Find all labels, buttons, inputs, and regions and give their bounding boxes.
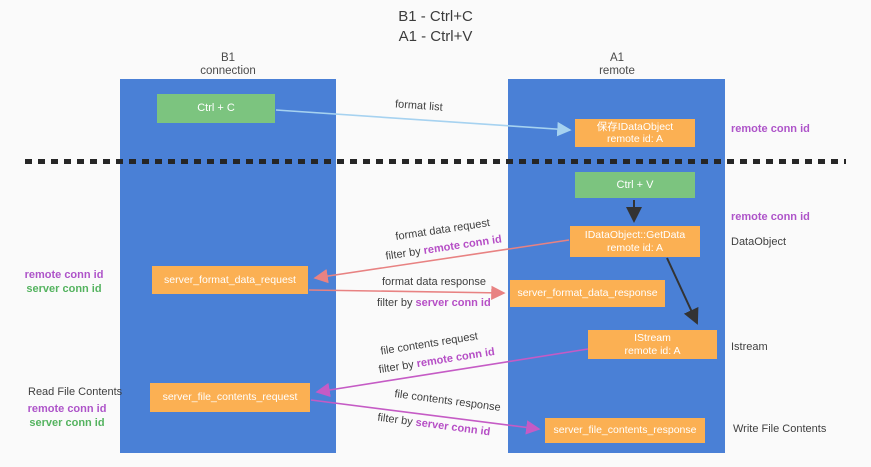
server-format-data-request-label: server_format_data_request — [164, 273, 296, 286]
format-data-response-arrow — [308, 285, 506, 301]
session-divider-dashed-line — [25, 159, 846, 164]
filter-prefix-4: filter by — [376, 411, 417, 429]
server-format-data-request-node: server_format_data_request — [152, 266, 308, 294]
left-remote-conn-id-bottom: remote conn id — [27, 403, 107, 415]
title-line-1: B1 - Ctrl+C — [398, 8, 473, 25]
istream-node: IStream remote id: A — [588, 330, 717, 359]
server-file-contents-request-node: server_file_contents_request — [150, 383, 310, 412]
server-file-contents-request-label: server_file_contents_request — [162, 391, 298, 404]
file-contents-response-label: file contents response — [393, 388, 502, 414]
save-idataobject-line2: remote id: A — [606, 133, 664, 145]
format-list-label: format list — [394, 98, 444, 114]
left-remote-conn-id-top: remote conn id — [24, 269, 104, 281]
right-remote-conn-id-mid: remote conn id — [731, 211, 810, 223]
column-a1-role: remote — [599, 65, 635, 77]
ctrl-c-label: Ctrl + C — [197, 102, 235, 115]
server-file-contents-response-node: server_file_contents_response — [545, 418, 705, 443]
filter-key-server-4: server conn id — [414, 416, 492, 439]
column-a1-name: A1 — [609, 52, 625, 64]
format-data-response-label: format data response — [382, 276, 486, 288]
left-conn-ids-bottom: remote conn id server conn id — [25, 402, 109, 430]
istream-line1: IStream — [634, 332, 671, 344]
istream-side-label: Istream — [731, 341, 768, 353]
dataobject-label: DataObject — [731, 236, 787, 248]
server-format-data-response-node: server_format_data_response — [510, 280, 665, 307]
getdata-line2: remote id: A — [606, 241, 664, 254]
column-b1-role: connection — [200, 65, 256, 77]
column-b1-name: B1 — [220, 52, 236, 64]
read-file-contents-label: Read File Contents — [28, 386, 123, 398]
ctrl-c-node: Ctrl + C — [157, 94, 275, 123]
column-header-b1: B1 connection — [168, 52, 288, 78]
idataobject-getdata-node: IDataObject::GetData remote id: A — [570, 226, 700, 257]
right-remote-conn-id-top: remote conn id — [731, 123, 810, 135]
title-line-2: A1 - Ctrl+V — [398, 28, 473, 45]
ctrl-v-node: Ctrl + V — [575, 172, 695, 198]
filter-prefix-1: filter by — [384, 245, 425, 263]
left-server-conn-id-top: server conn id — [26, 283, 102, 295]
server-file-contents-response-label: server_file_contents_response — [553, 424, 697, 437]
left-server-conn-id-bottom: server conn id — [29, 417, 105, 429]
filter-key-server-2: server conn id — [415, 297, 491, 309]
format-data-response-filter: filter by server conn id — [377, 297, 491, 309]
filter-prefix-3: filter by — [377, 358, 418, 377]
diagram-title: B1 - Ctrl+C A1 - Ctrl+V — [0, 7, 871, 47]
save-idataobject-node: 保存IDataObject remote id: A — [575, 119, 695, 147]
getdata-line1: IDataObject::GetData — [584, 229, 686, 241]
left-conn-ids-top: remote conn id server conn id — [22, 268, 106, 296]
ctrl-v-label: Ctrl + V — [616, 178, 654, 191]
column-header-a1: A1 remote — [557, 52, 677, 78]
filter-prefix-2: filter by — [377, 297, 416, 309]
istream-line2: remote id: A — [624, 344, 681, 357]
save-idataobject-line1: 保存IDataObject — [596, 120, 674, 133]
server-format-data-response-label: server_format_data_response — [517, 287, 658, 300]
file-contents-response-filter: filter by server conn id — [377, 412, 491, 439]
write-file-contents-label: Write File Contents — [733, 423, 827, 435]
